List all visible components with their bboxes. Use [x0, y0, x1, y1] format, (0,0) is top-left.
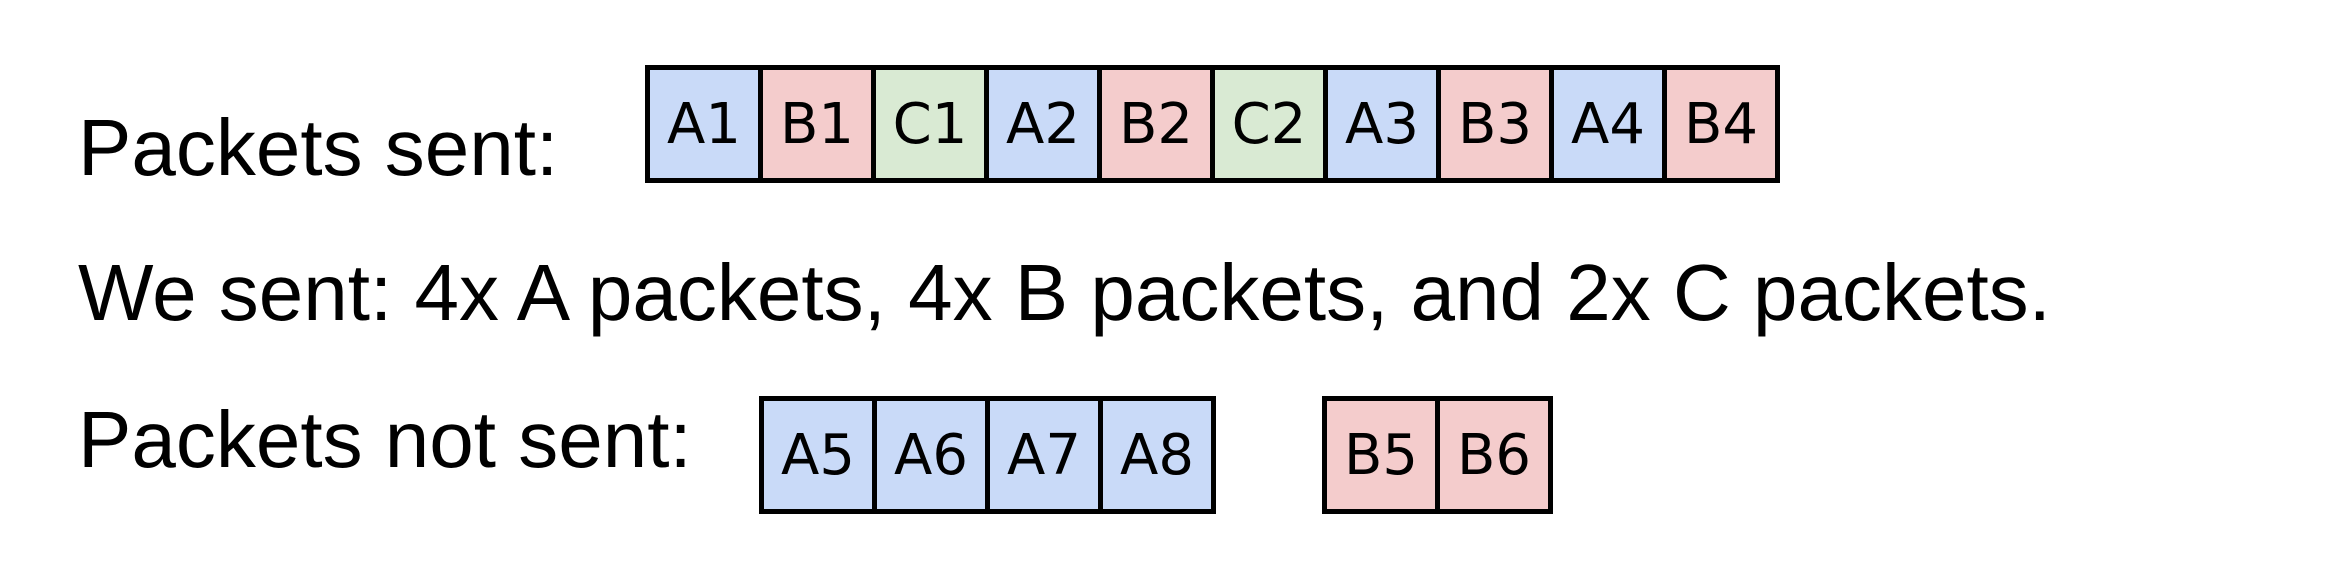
- packet-a2: A2: [984, 70, 1097, 178]
- packet-a3: A3: [1323, 70, 1436, 178]
- packets-sent-label: Packets sent:: [78, 103, 559, 192]
- packet-b5: B5: [1327, 401, 1435, 509]
- packet-a1: A1: [650, 70, 758, 178]
- packet-b6: B6: [1435, 401, 1548, 509]
- packet-b1: B1: [758, 70, 871, 178]
- packet-a8: A8: [1098, 401, 1211, 509]
- packet-a6: A6: [872, 401, 985, 509]
- packet-c2: C2: [1210, 70, 1323, 178]
- packet-b4: B4: [1662, 70, 1775, 178]
- packet-a5: A5: [764, 401, 872, 509]
- packet-c1: C1: [871, 70, 984, 178]
- packet-a4: A4: [1549, 70, 1662, 178]
- packets-not-sent-label: Packets not sent:: [78, 395, 692, 484]
- packet-b3: B3: [1436, 70, 1549, 178]
- packet-a7: A7: [985, 401, 1098, 509]
- summary-text: We sent: 4x A packets, 4x B packets, and…: [78, 248, 2051, 337]
- packet-b2: B2: [1097, 70, 1210, 178]
